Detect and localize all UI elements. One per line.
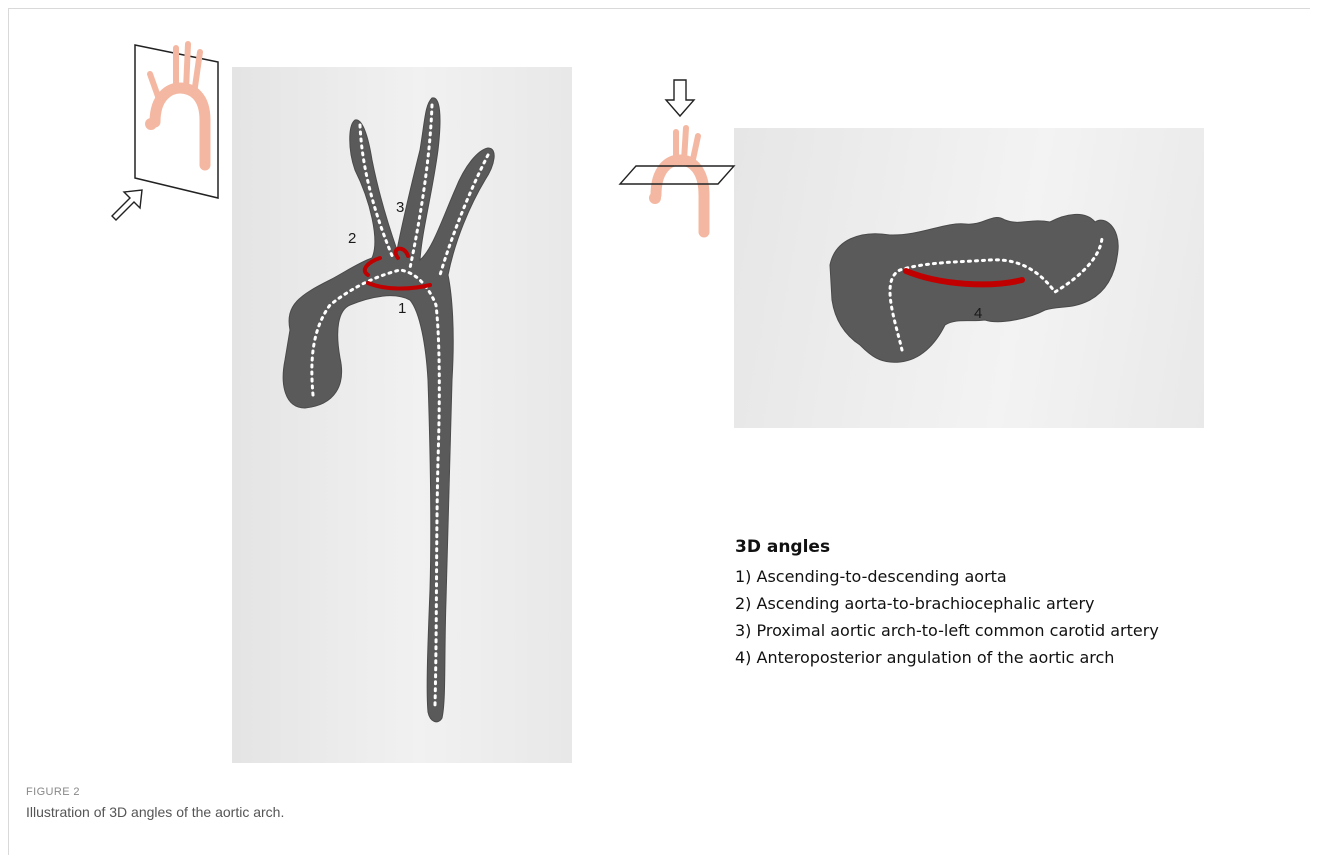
legend-item: 1) Ascending-to-descending aorta xyxy=(735,563,1159,590)
figure-caption: FIGURE 2 Illustration of 3D angles of th… xyxy=(26,786,284,820)
legend-item: 4) Anteroposterior angulation of the aor… xyxy=(735,644,1159,671)
angle-number-4: 4 xyxy=(974,305,982,322)
angle-number-3: 3 xyxy=(396,199,404,216)
legend-item: 2) Ascending aorta-to-brachiocephalic ar… xyxy=(735,590,1159,617)
legend-title: 3D angles xyxy=(735,537,1159,557)
angle-number-2: 2 xyxy=(348,230,356,247)
arrow-icon xyxy=(112,190,142,220)
aorta-schematic-icon xyxy=(649,128,704,232)
figure-label: FIGURE 2 xyxy=(26,786,284,798)
arrow-icon xyxy=(666,80,694,116)
angle-number-1: 1 xyxy=(398,300,406,317)
figure-caption-text: Illustration of 3D angles of the aortic … xyxy=(26,804,284,820)
angles-legend: 3D angles 1) Ascending-to-descending aor… xyxy=(735,537,1159,671)
aorta-model-lateral xyxy=(283,98,494,722)
projection-plane-icon xyxy=(620,166,734,184)
legend-item: 3) Proximal aortic arch-to-left common c… xyxy=(735,617,1159,644)
aorta-model-axial xyxy=(830,214,1118,362)
